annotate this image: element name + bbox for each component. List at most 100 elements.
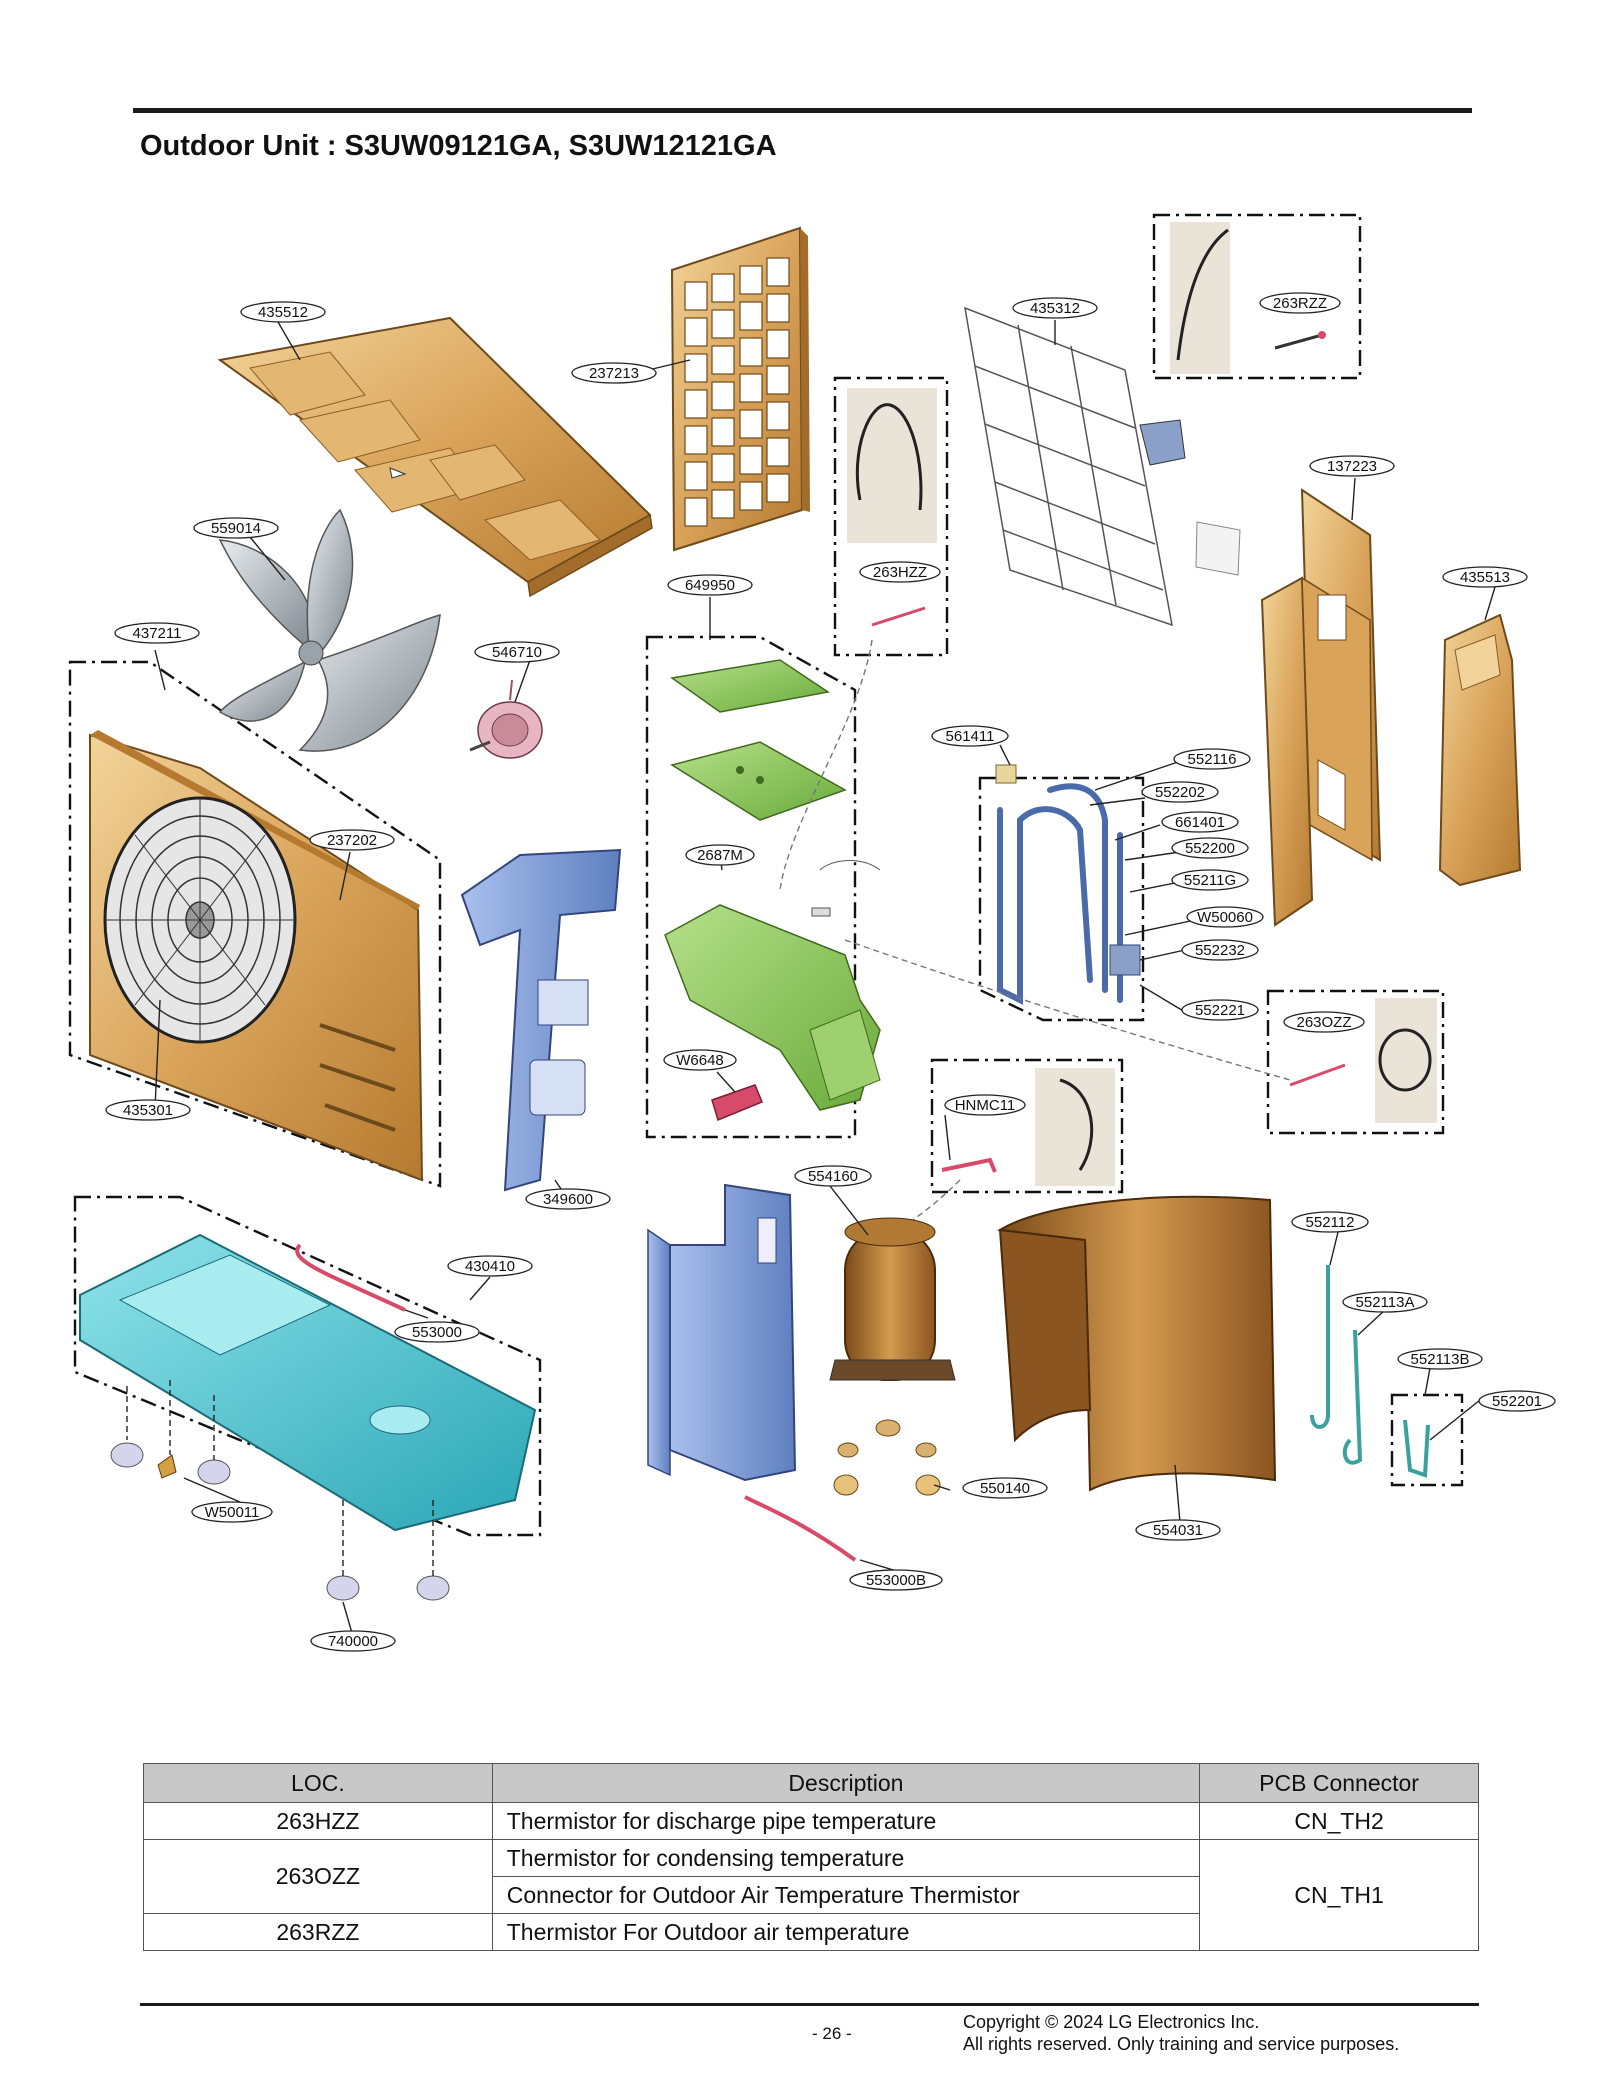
part-label-437211: 437211 <box>114 622 200 644</box>
svg-text:552201: 552201 <box>1492 1393 1542 1410</box>
thermistor-263rzz <box>1274 333 1323 350</box>
fan-motor <box>469 679 543 759</box>
part-label-661401: 661401 <box>1161 811 1239 833</box>
part-label-237213: 237213 <box>571 362 657 384</box>
svg-text:435301: 435301 <box>123 1102 173 1119</box>
svg-text:554031: 554031 <box>1153 1522 1203 1539</box>
base-heater <box>295 1243 406 1312</box>
wire-guard <box>964 306 1173 627</box>
connector-photo-hnmc11 <box>1035 1068 1115 1186</box>
group-box-263rzz <box>1152 213 1362 380</box>
thermistor-cable-263rzz <box>1176 228 1229 361</box>
mounting-bracket-small <box>1139 419 1186 466</box>
fan-grille <box>103 796 297 1044</box>
part-label-552200: 552200 <box>1171 837 1249 859</box>
leader-lines <box>126 320 1496 1634</box>
service-valve <box>1109 944 1141 976</box>
part-label-349600: 349600 <box>525 1188 611 1210</box>
part-label-553000B: 553000B <box>849 1569 943 1591</box>
control-box <box>664 904 881 1111</box>
cell-loc: 263HZZ <box>143 1802 493 1840</box>
group-box-552113b <box>1390 1393 1464 1487</box>
part-label-552112: 552112 <box>1291 1211 1369 1233</box>
nameplate-label <box>1195 521 1241 576</box>
copyright: Copyright © 2024 LG Electronics Inc. All… <box>963 2011 1399 2055</box>
copyright-line-2: All rights reserved. Only training and s… <box>963 2034 1400 2054</box>
part-label-HNMC11: HNMC11 <box>944 1094 1026 1116</box>
svg-text:553000: 553000 <box>412 1324 462 1341</box>
base-pan <box>79 1233 537 1532</box>
svg-text:237213: 237213 <box>589 365 639 382</box>
thermistor-tip-263rzz <box>1318 331 1326 339</box>
thermistor-photo-263hzz <box>847 388 937 543</box>
page-title: Outdoor Unit : S3UW09121GA, S3UW12121GA <box>140 130 777 162</box>
part-label-554160: 554160 <box>794 1165 872 1187</box>
cell-description: Thermistor for condensing temperature <box>491 1839 1201 1877</box>
part-label-552113A: 552113A <box>1342 1291 1428 1313</box>
part-label-649950: 649950 <box>667 574 753 596</box>
svg-text:W50011: W50011 <box>205 1504 260 1521</box>
part-label-552221: 552221 <box>1181 999 1259 1021</box>
fan-propeller <box>218 508 441 752</box>
crankcase-heater <box>744 1495 857 1562</box>
svg-text:552113A: 552113A <box>1356 1294 1415 1311</box>
part-label-550140: 550140 <box>962 1477 1048 1499</box>
main-pcb <box>670 741 847 821</box>
part-label-W6648: W6648 <box>663 1049 737 1071</box>
part-label-W50011: W50011 <box>191 1501 273 1523</box>
exploded-parts-diagram: 435512 237213 435312 263RZZ 137223 55901… <box>68 213 1556 1652</box>
part-label-740000: 740000 <box>310 1630 396 1652</box>
connector-hnmc11 <box>941 1157 997 1173</box>
svg-text:550140: 550140 <box>980 1480 1030 1497</box>
compressor-partition <box>647 1183 797 1482</box>
cell-description: Thermistor for discharge pipe temperatur… <box>491 1802 1201 1840</box>
group-box-front-panel <box>68 660 442 1188</box>
svg-text:55211G: 55211G <box>1184 872 1236 889</box>
top-rule <box>133 108 1472 113</box>
table-row: 263RZZ Thermistor For Outdoor air temper… <box>143 1913 1479 1951</box>
four-way-valve-assembly <box>997 783 1123 1005</box>
svg-text:430410: 430410 <box>465 1258 515 1275</box>
group-box-263hzz <box>833 376 949 657</box>
svg-text:435512: 435512 <box>258 304 308 321</box>
svg-text:553000B: 553000B <box>866 1572 926 1589</box>
part-label-552113B: 552113B <box>1397 1348 1483 1370</box>
compressor <box>829 1217 956 1381</box>
pcb-cover <box>670 659 830 713</box>
terminal-block <box>711 1084 763 1122</box>
group-box-pcb <box>645 635 857 1139</box>
table-row: Connector for Outdoor Air Temperature Th… <box>144 1876 1479 1914</box>
part-label-W50060: W50060 <box>1186 906 1264 928</box>
rear-grille-panel <box>670 226 810 552</box>
rubber-feet <box>110 1442 450 1601</box>
connector-cable-hnmc11 <box>1059 1078 1094 1171</box>
header-loc: LOC. <box>143 1763 493 1803</box>
part-label-554031: 554031 <box>1135 1519 1221 1541</box>
fuse <box>811 907 831 917</box>
thermistor-263ozz <box>1289 1063 1346 1087</box>
group-box-valves <box>978 776 1145 1022</box>
right-side-panel <box>1260 488 1382 927</box>
part-label-55211G: 55211G <box>1171 869 1249 891</box>
part-label-435513: 435513 <box>1442 566 1528 588</box>
svg-text:554160: 554160 <box>808 1168 858 1185</box>
part-label-552202: 552202 <box>1141 781 1219 803</box>
table-row: 263OZZ Thermistor for condensing tempera… <box>143 1839 1479 1951</box>
drain-plug <box>157 1454 177 1479</box>
group-box-263ozz <box>1266 989 1445 1135</box>
part-label-552116: 552116 <box>1173 748 1251 770</box>
svg-text:559014: 559014 <box>211 520 261 537</box>
part-label-561411: 561411 <box>931 725 1009 747</box>
part-label-263OZZ: 263OZZ <box>1283 1011 1365 1033</box>
svg-text:561411: 561411 <box>946 728 995 745</box>
part-label-435312: 435312 <box>1012 297 1098 319</box>
part-label-435512: 435512 <box>240 301 326 323</box>
svg-text:HNMC11: HNMC11 <box>955 1097 1016 1114</box>
valve-coil <box>995 764 1017 784</box>
cell-loc: 263OZZ <box>143 1839 493 1914</box>
part-label-553000: 553000 <box>394 1321 480 1343</box>
compressor-mounts <box>833 1419 941 1496</box>
svg-text:552200: 552200 <box>1185 840 1235 857</box>
bottom-rule <box>140 2003 1479 2006</box>
svg-text:W6648: W6648 <box>676 1052 724 1069</box>
